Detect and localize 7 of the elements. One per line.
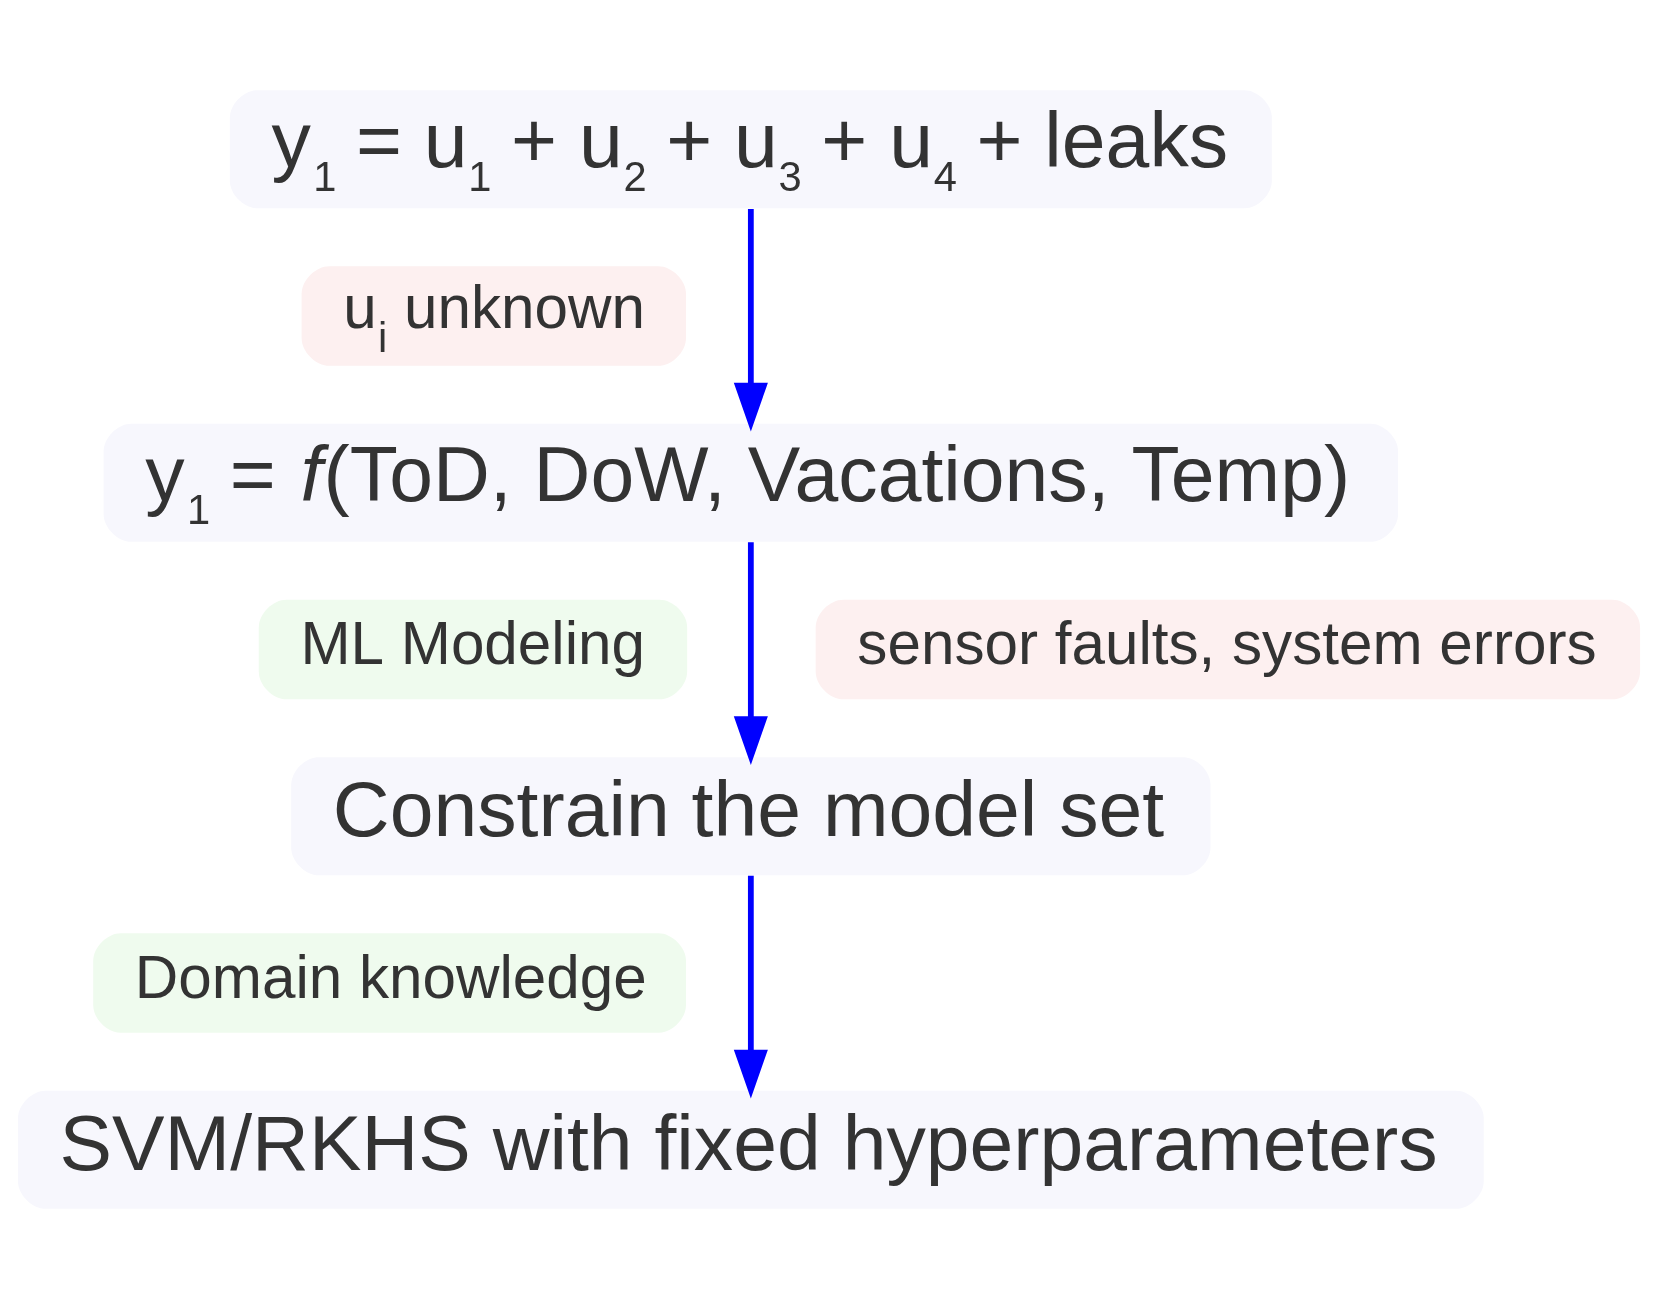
node-box: y$_{1}$ = f(ToD, DoW, Vacations, Temp) <box>103 423 1399 542</box>
arrow <box>733 875 768 1098</box>
node-box: y$_{1}$ = u$_{1}$ + u$_{2}$ + u$_{3}$ + u$_{4}$ + leaks <box>229 89 1272 208</box>
node-box: SVM/RKHS with fixed hyperparameters <box>17 1090 1484 1209</box>
arrow <box>733 208 768 431</box>
arrow <box>733 541 768 765</box>
node-box: Constrain the model set <box>291 756 1211 875</box>
